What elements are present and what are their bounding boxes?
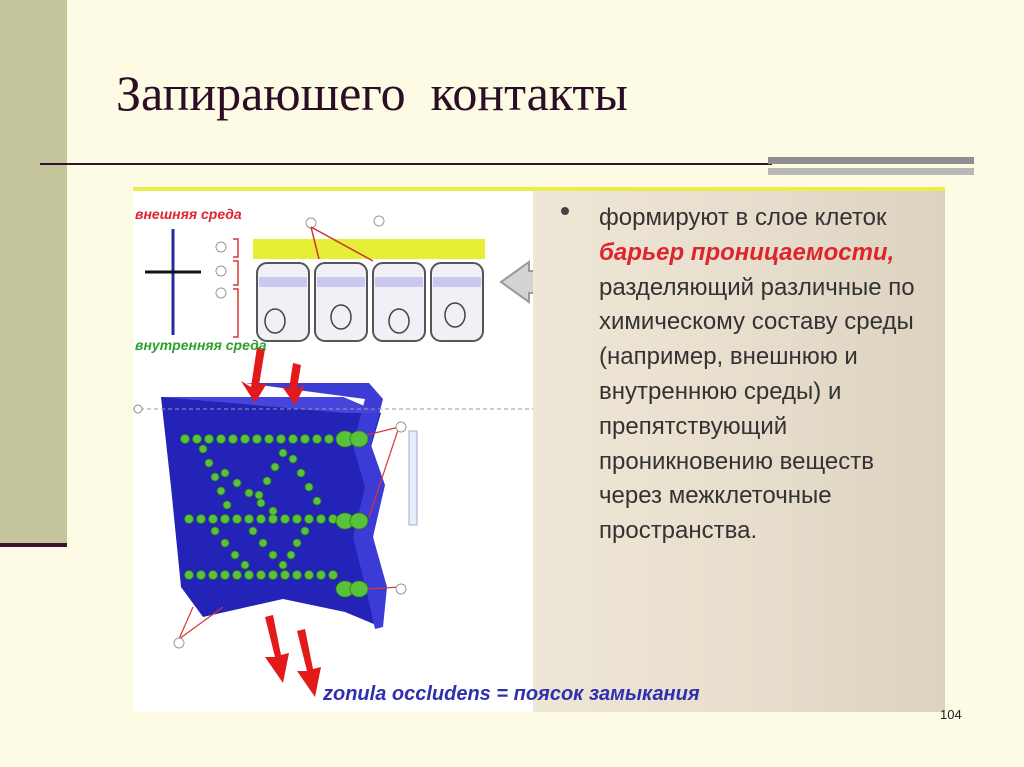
slide-figure[interactable]: внешняя среда внутренняя среда формируют… (133, 187, 945, 712)
caption-russian: поясок замыкания (514, 683, 700, 705)
bullet-text: формируют в слое клеток барьер проницаем… (599, 201, 929, 549)
slide-title: Запираюшего контакты (116, 64, 628, 122)
accent-bar-dark (768, 157, 974, 164)
bullet-text-start: формируют в слое клеток (599, 204, 887, 231)
outer-environment-label: внешняя среда (135, 206, 242, 222)
figure-caption: zonula occludens = поясок замыкания (323, 683, 700, 706)
inner-environment-label: внутренняя среда (135, 337, 267, 353)
accent-bar-light (768, 168, 974, 175)
bullet-marker (561, 207, 569, 215)
left-decor-edge (0, 543, 67, 547)
caption-latin: zonula occludens (323, 683, 491, 705)
bullet-text-end: разделяющий различные по химическому сос… (599, 274, 915, 545)
bullet-highlight: барьер проницаемости, (599, 239, 894, 266)
left-decor-band (0, 0, 67, 545)
caption-equals: = (491, 683, 514, 705)
page-number: 104 (940, 707, 962, 722)
title-underline (40, 163, 772, 165)
description-panel: формируют в слое клеток барьер проницаем… (533, 191, 945, 712)
